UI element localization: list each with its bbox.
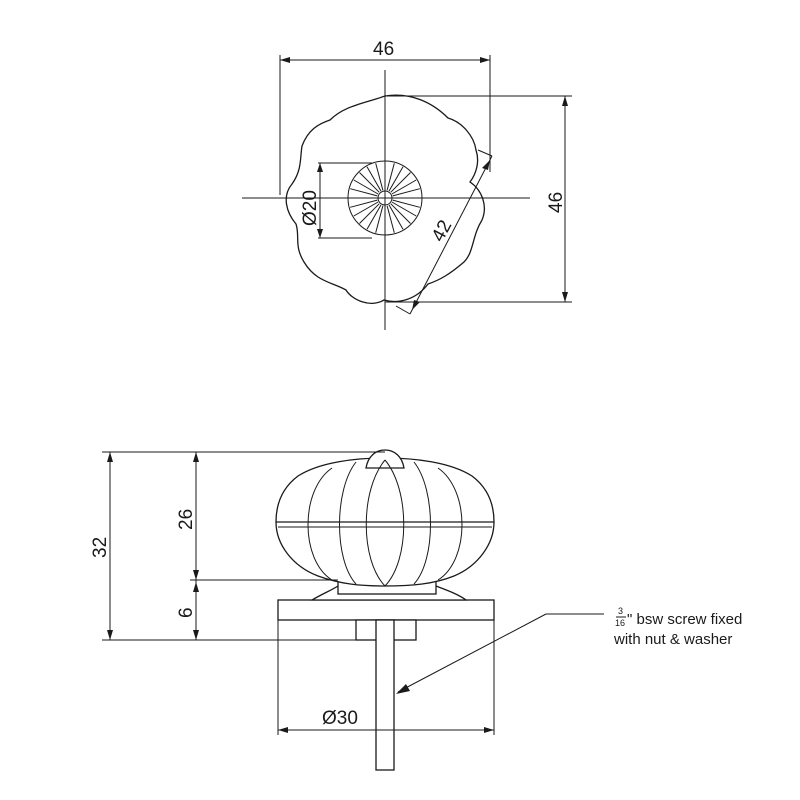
rosette-spoke bbox=[388, 204, 404, 230]
base-plate bbox=[277, 599, 495, 621]
rosette-spoke bbox=[350, 199, 378, 208]
dim-base-dia-label: Ø30 bbox=[322, 708, 358, 729]
rosette-spoke bbox=[392, 188, 420, 197]
side-view: 32 26 6 Ø30 bbox=[90, 449, 742, 771]
dim-center-dia-label: Ø20 bbox=[300, 190, 321, 226]
rosette-spoke bbox=[386, 163, 395, 191]
dim-width-top: 46 bbox=[279, 39, 491, 195]
rosette-spoke bbox=[366, 204, 382, 230]
screw-note: 3 16 " bsw screw fixed with nut & washer bbox=[613, 606, 742, 648]
rosette-spoke bbox=[386, 205, 395, 233]
dim-center-dia: Ø20 bbox=[300, 162, 372, 239]
note-frac-num: 3 bbox=[618, 606, 623, 616]
rosette-spoke bbox=[353, 179, 379, 195]
rosette-spoke bbox=[390, 172, 411, 193]
dim-base-height: 6 bbox=[176, 580, 199, 640]
note-frac-den: 16 bbox=[615, 618, 625, 628]
rosette-spoke bbox=[359, 203, 380, 224]
dim-total-height: 32 bbox=[90, 451, 385, 641]
rosette-spoke bbox=[353, 201, 379, 217]
dim-total-height-label: 32 bbox=[90, 537, 111, 558]
top-view: 46 46 42 Ø20 bbox=[242, 39, 572, 330]
dim-base-dia: Ø30 bbox=[277, 620, 495, 735]
screw bbox=[375, 619, 395, 771]
rosette-spoke bbox=[390, 203, 411, 224]
rosette-spoke bbox=[366, 166, 382, 192]
rosette-spoke bbox=[388, 166, 404, 192]
knob-top-cap bbox=[365, 449, 405, 469]
center-rosette bbox=[347, 160, 423, 236]
rosette-spoke bbox=[391, 179, 417, 195]
screw-note-leader bbox=[396, 613, 604, 694]
note-line1: " bsw screw fixed bbox=[627, 611, 742, 628]
knob-ribs bbox=[307, 459, 463, 587]
dim-knob-height-label: 26 bbox=[176, 509, 197, 530]
dim-height-label: 46 bbox=[546, 192, 567, 213]
dim-knob-height: 26 bbox=[176, 452, 338, 581]
dim-width-label: 46 bbox=[373, 39, 394, 60]
dim-base-height-label: 6 bbox=[176, 607, 197, 618]
rosette-spoke bbox=[359, 172, 380, 193]
note-line2: with nut & washer bbox=[613, 631, 732, 648]
rosette-spoke bbox=[391, 201, 417, 217]
rosette-spoke bbox=[375, 205, 384, 233]
rosette-spoke bbox=[375, 163, 384, 191]
rosette-spoke bbox=[392, 199, 420, 208]
rosette-spoke bbox=[350, 188, 378, 197]
